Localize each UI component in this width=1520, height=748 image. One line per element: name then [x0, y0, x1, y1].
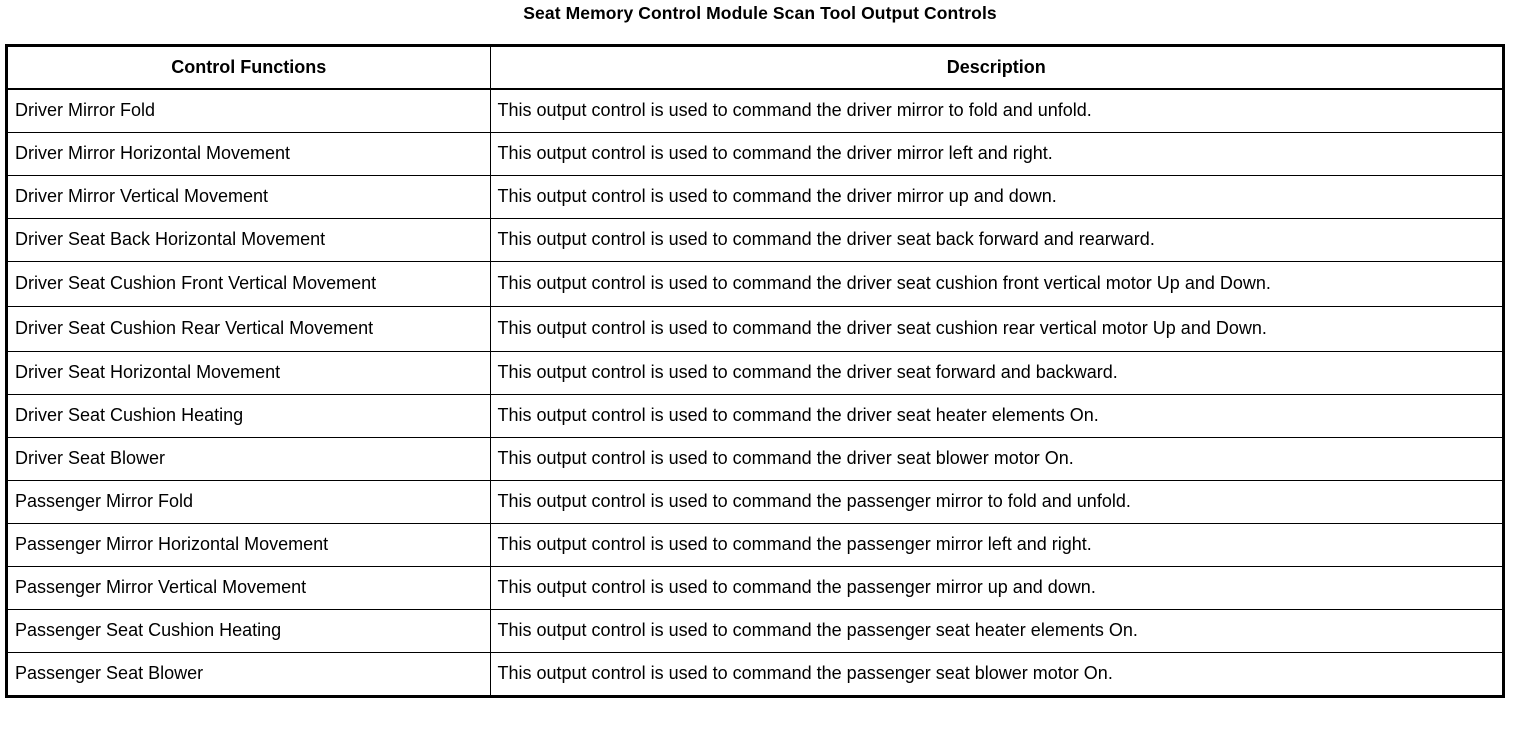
cell-control-function: Driver Mirror Fold: [8, 88, 491, 133]
column-header-control-functions: Control Functions: [8, 47, 491, 90]
control-function-label: Passenger Mirror Vertical Movement: [15, 577, 307, 597]
description-text: This output control is used to command t…: [497, 143, 1053, 163]
cell-description: This output control is used to command t…: [489, 652, 1502, 695]
description-text: This output control is used to command t…: [497, 620, 1138, 640]
control-function-label: Driver Mirror Horizontal Movement: [15, 143, 291, 163]
cell-control-function: Driver Seat Cushion Rear Vertical Moveme…: [8, 306, 491, 352]
column-header-control-functions-label: Control Functions: [171, 57, 327, 77]
cell-description: This output control is used to command t…: [489, 394, 1502, 438]
cell-control-function: Passenger Mirror Fold: [8, 480, 491, 524]
cell-description: This output control is used to command t…: [489, 306, 1502, 352]
cell-description: This output control is used to command t…: [489, 351, 1502, 395]
table-row: Passenger Mirror Vertical Movement This o…: [8, 566, 1502, 610]
cell-control-function: Driver Mirror Horizontal Movement: [8, 132, 491, 176]
cell-description: This output control is used to command t…: [489, 566, 1502, 610]
table-row: Passenger Seat Blower This output control…: [8, 652, 1502, 695]
cell-control-function: Passenger Seat Cushion Heating: [8, 609, 491, 653]
description-text: This output control is used to command t…: [497, 318, 1267, 338]
control-function-label: Driver Seat Blower: [15, 448, 166, 468]
cell-control-function: Driver Seat Blower: [8, 437, 491, 481]
table-row: Driver Seat Cushion Heating This output c…: [8, 394, 1502, 438]
control-function-label: Driver Seat Back Horizontal Movement: [15, 229, 326, 249]
cell-control-function: Driver Mirror Vertical Movement: [8, 175, 491, 219]
cell-description: This output control is used to command t…: [489, 132, 1502, 176]
control-function-label: Driver Seat Cushion Rear Vertical Moveme…: [15, 318, 374, 338]
cell-control-function: Driver Seat Back Horizontal Movement: [8, 218, 491, 262]
control-function-label: Driver Seat Horizontal Movement: [15, 362, 281, 382]
output-controls-table: Control Functions Description Driver Mir…: [8, 47, 1502, 695]
control-function-label: Driver Seat Cushion Front Vertical Movem…: [15, 273, 377, 293]
description-text: This output control is used to command t…: [497, 362, 1118, 382]
description-text: This output control is used to command t…: [497, 448, 1074, 468]
cell-control-function: Driver Seat Cushion Heating: [8, 394, 491, 438]
cell-control-function: Passenger Mirror Vertical Movement: [8, 566, 491, 610]
cell-description: This output control is used to command t…: [489, 175, 1502, 219]
cell-control-function: Passenger Seat Blower: [8, 652, 491, 695]
description-text: This output control is used to command t…: [497, 229, 1155, 249]
column-header-description: Description: [489, 47, 1502, 90]
cell-description: This output control is used to command t…: [489, 88, 1502, 133]
table-header: Control Functions Description: [8, 47, 1502, 90]
table-row: Passenger Mirror Horizontal Movement This…: [8, 523, 1502, 567]
control-function-label: Passenger Seat Blower: [15, 663, 204, 683]
cell-description: This output control is used to command t…: [489, 480, 1502, 524]
output-controls-table-container: Control Functions Description Driver Mir…: [5, 44, 1505, 698]
description-text: This output control is used to command t…: [497, 663, 1113, 683]
control-function-label: Driver Mirror Vertical Movement: [15, 186, 269, 206]
cell-control-function: Driver Seat Cushion Front Vertical Movem…: [8, 261, 491, 307]
table-row: Passenger Mirror Fold This output control…: [8, 480, 1502, 524]
page-title: Seat Memory Control Module Scan Tool Out…: [523, 3, 997, 23]
control-function-label: Passenger Seat Cushion Heating: [15, 620, 282, 640]
table-row: Driver Mirror Horizontal Movement This ou…: [8, 132, 1502, 176]
description-text: This output control is used to command t…: [497, 491, 1131, 511]
description-text: This output control is used to command t…: [497, 405, 1099, 425]
table-row: Driver Seat Cushion Rear Vertical Moveme…: [8, 306, 1502, 352]
table-row: Driver Mirror Fold This output control is…: [8, 88, 1502, 133]
description-text: This output control is used to command t…: [497, 577, 1096, 597]
cell-control-function: Driver Seat Horizontal Movement: [8, 351, 491, 395]
table-row: Driver Mirror Vertical Movement This outp…: [8, 175, 1502, 219]
cell-description: This output control is used to command t…: [489, 218, 1502, 262]
column-header-description-label: Description: [946, 57, 1046, 77]
description-text: This output control is used to command t…: [497, 186, 1057, 206]
cell-description: This output control is used to command t…: [489, 523, 1502, 567]
table-row: Driver Seat Back Horizontal Movement This…: [8, 218, 1502, 262]
control-function-label: Passenger Mirror Horizontal Movement: [15, 534, 329, 554]
table-row: Driver Seat Horizontal Movement This outp…: [8, 351, 1502, 395]
description-text: This output control is used to command t…: [497, 273, 1271, 293]
control-function-label: Passenger Mirror Fold: [15, 491, 194, 511]
table-header-row: Control Functions Description: [8, 47, 1502, 90]
cell-description: This output control is used to command t…: [489, 609, 1502, 653]
table-row: Passenger Seat Cushion Heating This outpu…: [8, 609, 1502, 653]
cell-control-function: Passenger Mirror Horizontal Movement: [8, 523, 491, 567]
description-text: This output control is used to command t…: [497, 100, 1092, 120]
control-function-label: Driver Mirror Fold: [15, 100, 156, 120]
cell-description: This output control is used to command t…: [489, 437, 1502, 481]
table-row: Driver Seat Cushion Front Vertical Movem…: [8, 261, 1502, 307]
control-function-label: Driver Seat Cushion Heating: [15, 405, 244, 425]
cell-description: This output control is used to command t…: [489, 261, 1502, 307]
table-row: Driver Seat Blower This output control is…: [8, 437, 1502, 481]
description-text: This output control is used to command t…: [497, 534, 1092, 554]
